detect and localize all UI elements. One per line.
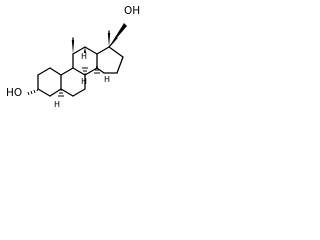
c17-oh-wedge xyxy=(109,23,127,47)
h-label-c14: H xyxy=(104,75,110,84)
c19-methyl-wedge xyxy=(71,40,75,54)
molecule-drawing: OH HO H H H H xyxy=(6,5,140,109)
h9-hash xyxy=(82,67,88,75)
c3-oh-hash xyxy=(27,88,39,96)
ring-a xyxy=(37,67,62,97)
h5-hash xyxy=(58,89,64,97)
c18-methyl-wedge xyxy=(107,33,111,47)
ring-c xyxy=(72,46,98,76)
structure-diagram: OH HO H H H H xyxy=(0,0,168,114)
h14-hash xyxy=(94,66,100,74)
h-label-c5: H xyxy=(54,100,60,109)
ho-label-left: HO xyxy=(6,87,22,99)
oh-label-top: OH xyxy=(124,5,140,17)
h-label-c8: H xyxy=(81,52,87,61)
h8-wedge xyxy=(83,47,87,53)
h-label-c9: H xyxy=(81,77,87,86)
ring-b xyxy=(60,67,86,97)
ring-d xyxy=(96,46,124,74)
c17-methyl-bond xyxy=(108,37,118,48)
